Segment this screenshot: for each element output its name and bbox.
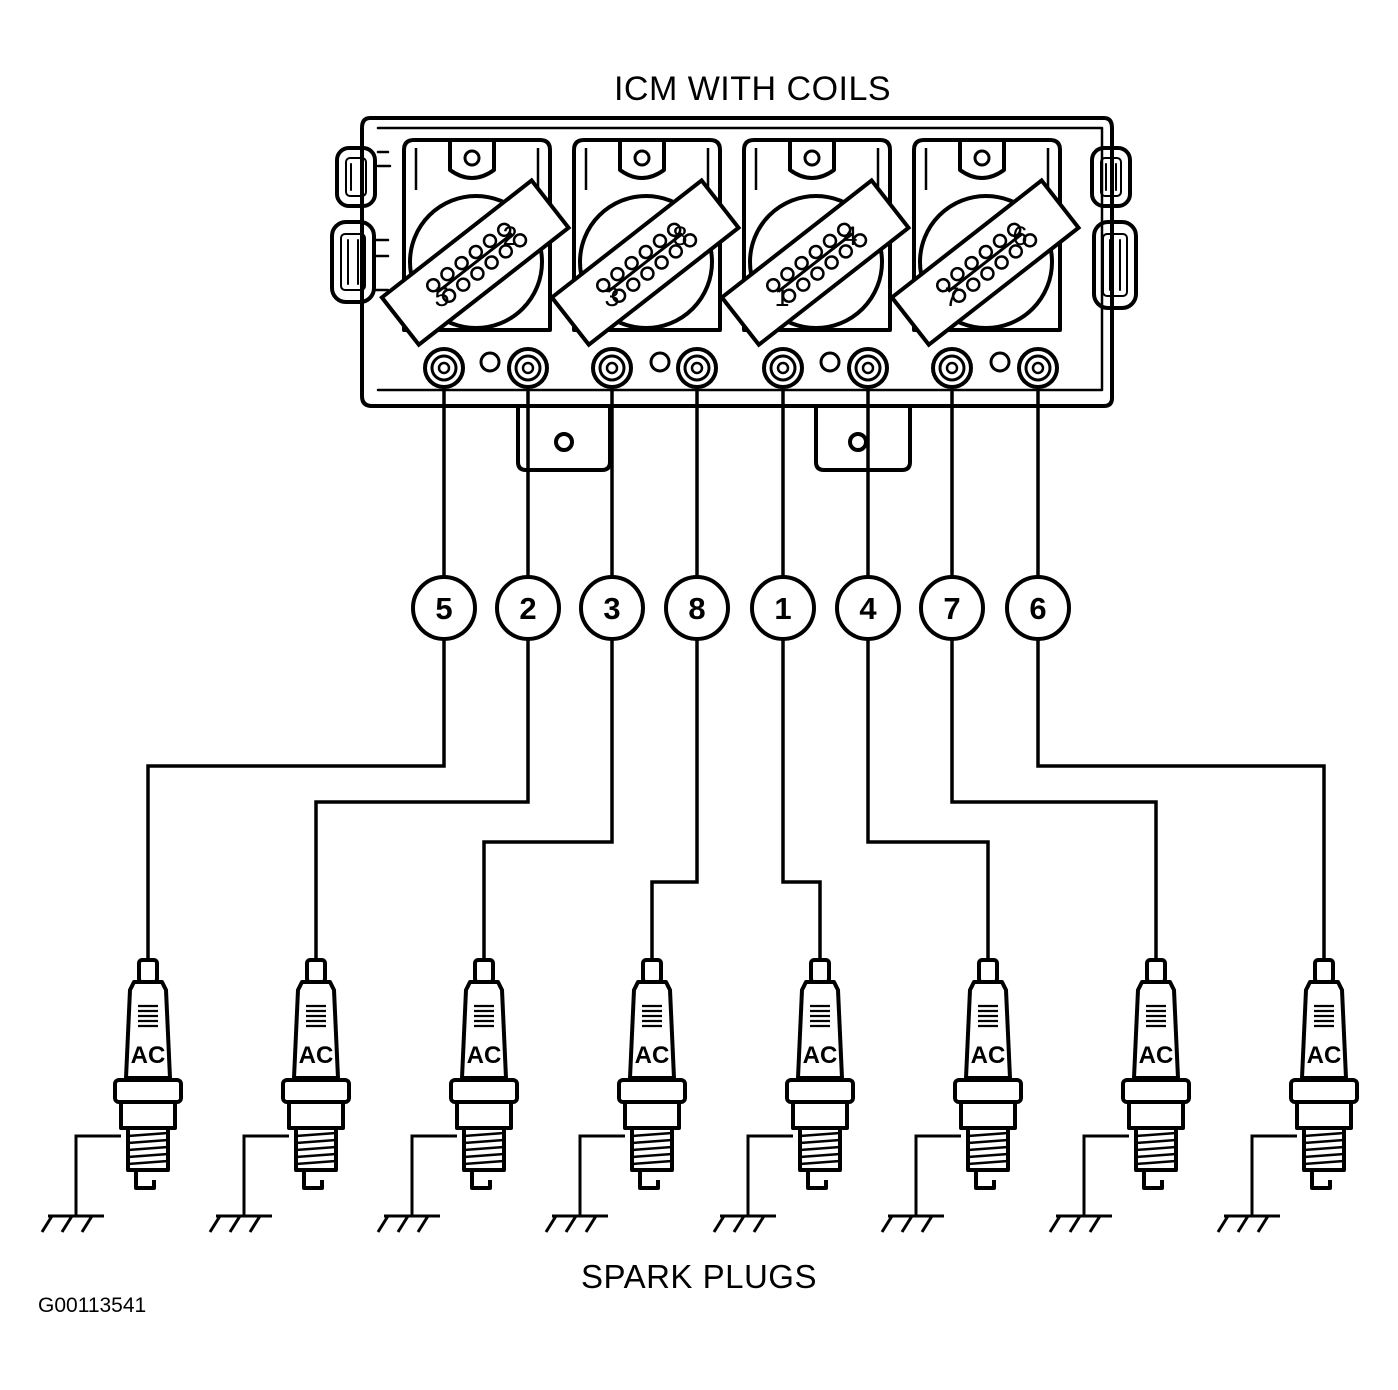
coil-tower-5	[762, 347, 804, 389]
ground-symbol	[40, 1134, 121, 1233]
coil-cylinder-label: 7	[944, 282, 959, 312]
ground-symbol	[880, 1134, 961, 1233]
figure-id: G00113541	[38, 1294, 147, 1317]
plug-brand-label: AC	[467, 1042, 502, 1069]
ground-symbol	[1216, 1134, 1297, 1233]
plug-brand-label: AC	[131, 1042, 166, 1069]
wire-number-badge: 5	[411, 575, 477, 641]
plug-wire-6	[1036, 388, 1326, 968]
plug-brand-label: AC	[971, 1042, 1006, 1069]
spark-plug: AC	[281, 958, 351, 1190]
spark-plugs-label: SPARK PLUGS	[581, 1258, 817, 1295]
spark-plug: AC	[113, 958, 183, 1190]
plug-brand-label: AC	[803, 1042, 838, 1069]
coil-pack-1: 25	[379, 138, 572, 373]
plug-brand-label: AC	[1307, 1042, 1342, 1069]
coil-pack-4: 67	[889, 138, 1082, 373]
wire-number-label: 7	[943, 591, 960, 626]
coil-tower-1	[423, 347, 465, 389]
wire-number-label: 4	[859, 591, 877, 626]
coil-cylinder-label: 6	[1012, 221, 1027, 251]
icm-with-coils	[330, 116, 1138, 472]
wire-number-badge: 1	[750, 575, 816, 641]
spark-plug: AC	[1121, 958, 1191, 1190]
spark-plug: AC	[449, 958, 519, 1190]
coil-cylinder-label: 1	[774, 282, 789, 312]
ground-symbol	[208, 1134, 289, 1233]
plug-wire-7	[950, 388, 1158, 968]
coil-cylinder-label: 2	[502, 221, 517, 251]
coil-cylinder-label: 3	[604, 282, 619, 312]
coil-pack-2: 83	[549, 138, 742, 373]
spark-plug: AC	[953, 958, 1023, 1190]
wire-number-label: 5	[435, 591, 452, 626]
plug-wire-5	[146, 388, 446, 968]
ground-symbol	[376, 1134, 457, 1233]
ground-symbol	[1048, 1134, 1129, 1233]
spark-plug: AC	[617, 958, 687, 1190]
coil-cylinder-label: 4	[842, 221, 857, 251]
wire-number-badge: 7	[919, 575, 985, 641]
wire-number-label: 3	[603, 591, 620, 626]
plug-brand-label: AC	[635, 1042, 670, 1069]
spark-plug: AC	[785, 958, 855, 1190]
coil-tower-7	[931, 347, 973, 389]
coil-tower-4	[676, 347, 718, 389]
wire-number-label: 2	[519, 591, 536, 626]
wire-number-badge: 6	[1005, 575, 1071, 641]
plug-wire-2	[314, 388, 530, 968]
coil-cylinder-label: 8	[672, 221, 687, 251]
plug-wire-3	[482, 388, 614, 968]
coil-tower-3	[591, 347, 633, 389]
coil-cylinder-label: 5	[434, 282, 449, 312]
coil-tower-8	[1017, 347, 1059, 389]
wire-number-badge: 3	[579, 575, 645, 641]
ground-symbol	[712, 1134, 793, 1233]
diagram-title: ICM WITH COILS	[613, 70, 892, 108]
wire-number-badge: 8	[664, 575, 730, 641]
wire-number-label: 6	[1029, 591, 1046, 626]
spark-plug: AC	[1289, 958, 1359, 1190]
plug-wire-8	[650, 388, 699, 968]
wire-number-label: 1	[774, 591, 791, 626]
plug-brand-label: AC	[1139, 1042, 1174, 1069]
plug-wire-4	[866, 388, 990, 968]
wire-number-label: 8	[688, 591, 705, 626]
wire-number-badge: 2	[495, 575, 561, 641]
plug-wire-1	[781, 388, 822, 968]
coil-pack-3: 41	[719, 138, 912, 373]
wire-number-badge: 4	[835, 575, 901, 641]
coil-tower-2	[507, 347, 549, 389]
ground-symbol	[544, 1134, 625, 1233]
coil-tower-6	[847, 347, 889, 389]
plug-brand-label: AC	[299, 1042, 334, 1069]
